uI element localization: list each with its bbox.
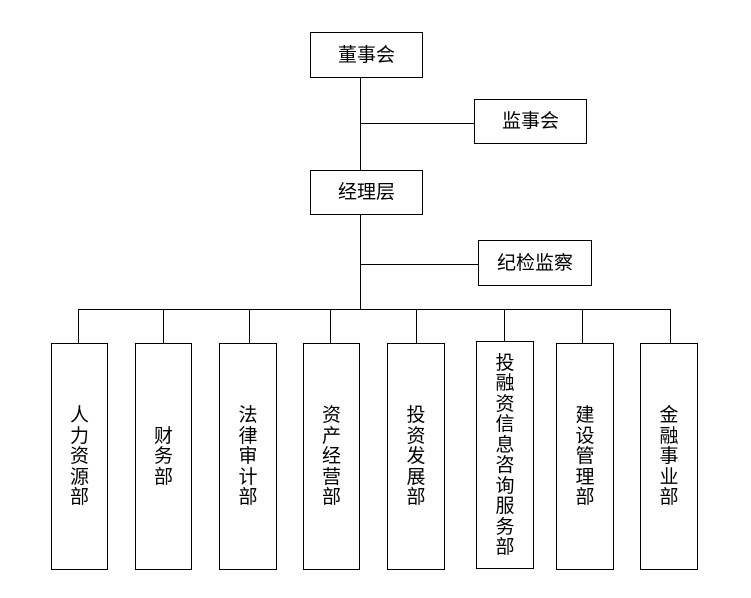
department-label-1: 人力资源部 (69, 404, 89, 509)
department-label-4: 资产经营部 (321, 404, 341, 509)
department-box-6: 投融资信息咨询服务部 (476, 341, 534, 569)
supervisors-box: 监事会 (474, 99, 587, 144)
board-label: 董事会 (337, 43, 395, 66)
department-label-8: 金融事业部 (659, 404, 679, 509)
department-label-3: 法律审计部 (238, 404, 258, 509)
department-box-3: 法律审计部 (219, 343, 277, 570)
department-box-1: 人力资源部 (51, 343, 108, 570)
management-label: 经理层 (337, 181, 395, 203)
department-box-2: 财务部 (135, 343, 192, 570)
board-box: 董事会 (310, 32, 423, 78)
supervisors-label: 监事会 (501, 110, 559, 132)
discipline-label: 纪检监察 (496, 251, 573, 274)
department-box-5: 投资发展部 (387, 343, 445, 570)
department-box-4: 资产经营部 (303, 343, 360, 570)
management-box: 经理层 (310, 170, 423, 215)
department-box-8: 金融事业部 (640, 343, 698, 570)
department-label-2: 财务部 (153, 424, 173, 488)
department-label-5: 投资发展部 (406, 404, 426, 509)
discipline-box: 纪检监察 (478, 240, 592, 286)
department-label-6: 投融资信息咨询服务部 (495, 351, 515, 558)
department-box-7: 建设管理部 (556, 343, 614, 570)
department-label-7: 建设管理部 (575, 404, 595, 509)
